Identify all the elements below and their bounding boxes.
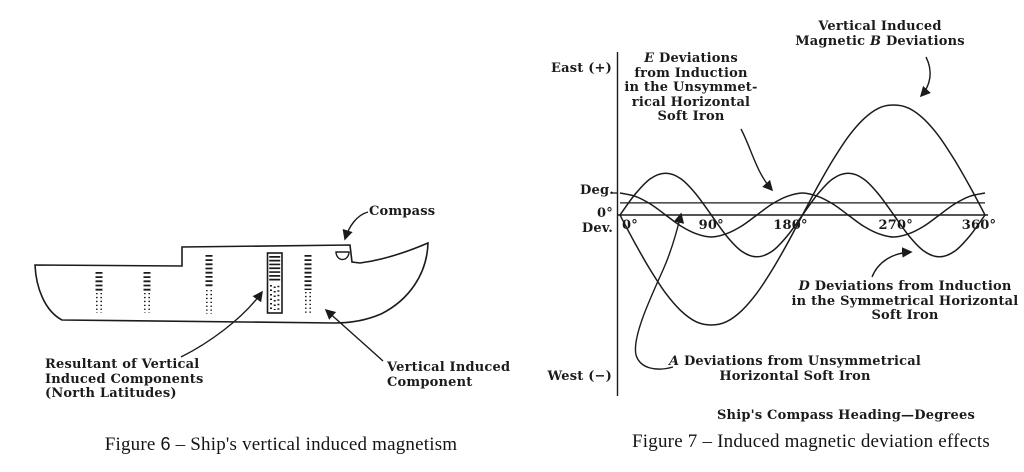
- vertical-induced-leader-arrow: [324, 308, 384, 362]
- a-annotation-arrow: [634, 212, 685, 370]
- e-annotation-arrow: [740, 128, 774, 192]
- figure7-caption-word: Figure: [632, 431, 683, 452]
- x-tick-label: 180°: [773, 218, 808, 233]
- resultant-leader-arrow: [180, 290, 263, 358]
- label-line: Soft Iron: [871, 308, 939, 323]
- deviation-chart: [612, 52, 988, 396]
- y-axis-dev-label: Dev.: [581, 221, 613, 236]
- label-line: in the Symmetrical Horizontal: [791, 293, 1019, 309]
- label-line: D Deviations from Induction: [798, 279, 1012, 294]
- label-line: Horizontal Soft Iron: [719, 368, 871, 384]
- deviation-curves: [619, 104, 986, 326]
- x-tick-label: 0°: [622, 218, 638, 233]
- flux-line-cluster: [95, 255, 312, 291]
- label-line: A Deviations from Unsymmetrical: [668, 354, 922, 369]
- flux-line-cluster-dots: [96, 290, 312, 315]
- deviation-curve-d: [619, 172, 986, 258]
- figure7-caption: Figure 7 – Induced magnetic deviation ef…: [601, 431, 1021, 453]
- figure6-caption: Figure 6 – Ship's vertical induced magne…: [71, 434, 491, 456]
- label-line: in the Unsymmet-: [624, 80, 758, 95]
- figure6-caption-word: Figure: [104, 434, 156, 455]
- y-axis-zero-label: 0°: [597, 206, 613, 221]
- label-line: Vertical Induced: [387, 360, 511, 375]
- compass-leader-arrow: [342, 211, 369, 241]
- b-annotation-arrow: [919, 56, 931, 98]
- label-line: E Deviations: [644, 51, 738, 66]
- label-line: Soft Iron: [657, 109, 725, 124]
- label-line: Component: [387, 374, 473, 390]
- label-line: rical Horizontal: [631, 94, 751, 110]
- x-tick-label: 360°: [961, 218, 997, 233]
- compass-dome-icon: [335, 251, 350, 261]
- y-axis-east-label: East (+): [551, 61, 612, 76]
- figure7-number: 7: [687, 431, 698, 452]
- label-line: Magnetic B Deviations: [795, 33, 965, 49]
- x-tick-label: 270°: [878, 218, 913, 233]
- compass-label: Compass: [369, 204, 436, 219]
- x-axis-title: Ship's Compass Heading—Degrees: [716, 408, 976, 423]
- deviation-curve-e: [619, 192, 986, 238]
- resultant-bar: [266, 252, 283, 314]
- figure7-caption-text: – Induced magnetic deviation effects: [702, 431, 990, 452]
- x-tick-label: 90°: [698, 218, 724, 233]
- label-line: from Induction: [634, 65, 748, 81]
- figure6-number: 6: [160, 434, 171, 454]
- y-axis-west-label: West (−): [547, 369, 612, 384]
- label-line: Resultant of Vertical: [45, 357, 200, 372]
- ship-profile-drawing: [34, 211, 429, 362]
- y-axis-deg-label: Deg.: [580, 183, 614, 198]
- d-annotation-arrow: [871, 247, 913, 278]
- label-line: (North Latitudes): [45, 386, 177, 401]
- label-line: Induced Components: [45, 371, 204, 387]
- ship-hull-outline: [34, 241, 429, 324]
- label-line: Vertical Induced: [818, 19, 942, 34]
- figure6-caption-text: – Ship's vertical induced magnetism: [175, 434, 458, 455]
